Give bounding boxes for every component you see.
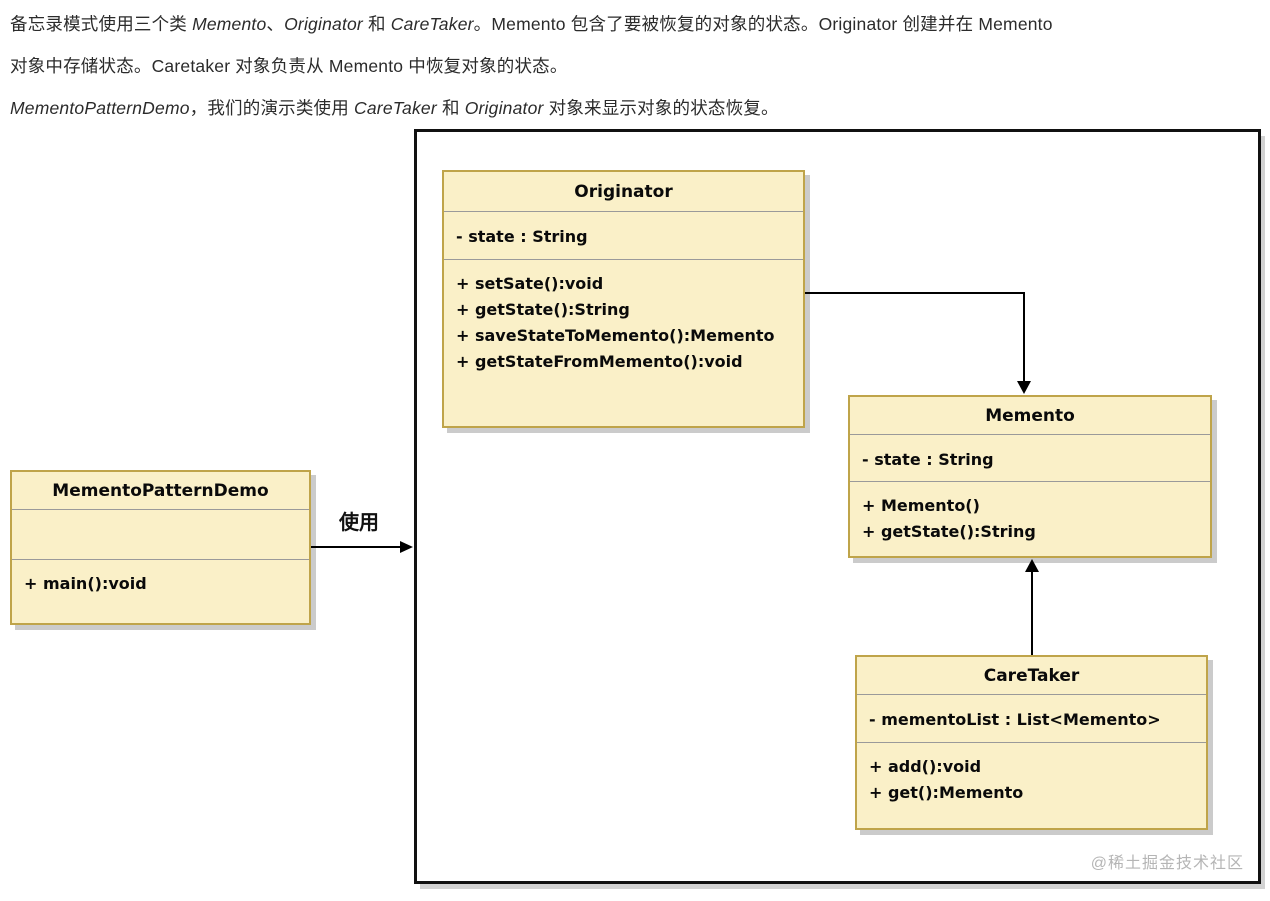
method: + getStateFromMemento():void	[456, 352, 743, 371]
class-title-originator: Originator	[444, 172, 803, 212]
class-methods-demo: + main():void	[12, 560, 309, 623]
class-box-memento: Memento - state : String + Memento() + g…	[848, 395, 1212, 558]
intro-run-italic: Originator	[284, 14, 363, 34]
class-attributes-originator: - state : String	[444, 212, 803, 260]
intro-run: 备忘录模式使用三个类	[10, 14, 193, 34]
class-title-demo: MementoPatternDemo	[12, 472, 309, 510]
method: + main():void	[24, 574, 147, 593]
method: + Memento()	[862, 496, 980, 515]
intro-run: 、	[266, 14, 285, 34]
class-box-demo: MementoPatternDemo + main():void	[10, 470, 311, 625]
arrowhead-into-memento-bottom-icon	[1025, 559, 1039, 572]
intro-run: 和	[362, 14, 391, 34]
attribute: - mementoList : List<Memento>	[869, 710, 1161, 729]
class-title-memento: Memento	[850, 397, 1210, 435]
attribute: - state : String	[456, 227, 588, 246]
method: + get():Memento	[869, 783, 1024, 802]
intro-text: 备忘录模式使用三个类 Memento、Originator 和 CareTake…	[10, 3, 1262, 129]
intro-line-3: MementoPatternDemo，我们的演示类使用 CareTaker 和 …	[10, 87, 1262, 129]
uses-relation-label: 使用	[339, 510, 379, 534]
class-title-caretaker: CareTaker	[857, 657, 1206, 695]
class-methods-originator: + setSate():void + getState():String + s…	[444, 260, 803, 426]
class-box-originator: Originator - state : String + setSate():…	[442, 170, 805, 428]
class-attributes-caretaker: - mementoList : List<Memento>	[857, 695, 1206, 743]
arrowhead-into-memento-top-icon	[1017, 381, 1031, 394]
class-methods-caretaker: + add():void + get():Memento	[857, 743, 1206, 828]
method: + getState():String	[862, 522, 1036, 541]
intro-line-1: 备忘录模式使用三个类 Memento、Originator 和 CareTake…	[10, 3, 1262, 45]
method: + add():void	[869, 757, 982, 776]
intro-run: 对象中存储状态。Caretaker 对象负责从 Memento 中恢复对象的状态…	[10, 56, 568, 76]
connector-demo-to-frame-horizontal	[311, 546, 401, 548]
class-methods-memento: + Memento() + getState():String	[850, 482, 1210, 556]
class-attributes-demo	[12, 510, 309, 560]
connector-originator-to-memento-vertical	[1023, 292, 1025, 382]
class-attributes-memento: - state : String	[850, 435, 1210, 482]
intro-run-italic: Memento	[192, 14, 267, 34]
connector-originator-to-memento-horizontal	[805, 292, 1025, 294]
intro-run-italic: Originator	[464, 98, 544, 118]
intro-run: ，我们的演示类使用	[189, 98, 355, 118]
intro-run: 对象来显示对象的状态恢复。	[543, 98, 779, 118]
method: + saveStateToMemento():Memento	[456, 326, 775, 345]
intro-run-italic: CareTaker	[354, 98, 437, 118]
connector-caretaker-to-memento-vertical	[1031, 572, 1033, 655]
class-box-caretaker: CareTaker - mementoList : List<Memento> …	[855, 655, 1208, 830]
method: + getState():String	[456, 300, 630, 319]
intro-run-italic: MementoPatternDemo	[10, 98, 190, 118]
intro-run-italic: CareTaker	[390, 14, 474, 34]
method: + setSate():void	[456, 274, 604, 293]
intro-run: 和	[436, 98, 465, 118]
arrowhead-uses-icon	[400, 541, 413, 553]
watermark: @稀土掘金技术社区	[1090, 855, 1244, 872]
attribute: - state : String	[862, 450, 994, 469]
intro-run: 。Memento 包含了要被恢复的对象的状态。Originator 创建并在 M…	[473, 14, 1053, 34]
intro-line-2: 对象中存储状态。Caretaker 对象负责从 Memento 中恢复对象的状态…	[10, 45, 1262, 87]
